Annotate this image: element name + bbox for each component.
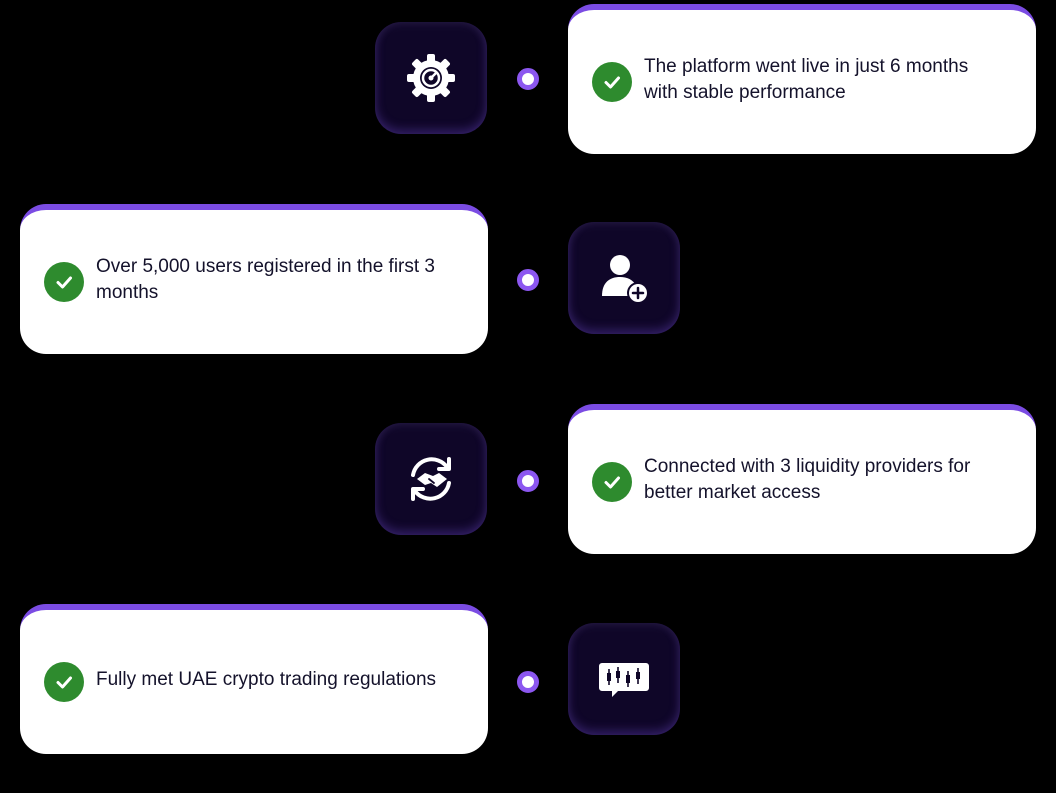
check-icon (592, 462, 632, 502)
candlestick-chart-icon (599, 663, 649, 697)
timeline-dot-2 (517, 269, 539, 291)
gear-gauge-icon (407, 54, 455, 102)
timeline-dot-3 (517, 470, 539, 492)
milestone-card-1: The platform went live in just 6 months … (568, 4, 1036, 154)
milestone-2-icon-tile (568, 222, 680, 334)
milestone-4-icon-tile (568, 623, 680, 735)
milestone-1-icon-tile (375, 22, 487, 134)
milestone-3-icon-tile (375, 423, 487, 535)
check-icon (44, 662, 84, 702)
handshake-sync-icon (411, 457, 451, 501)
add-user-icon (602, 255, 649, 304)
milestone-card-4: Fully met UAE crypto trading regulations (20, 604, 488, 754)
milestone-text-1: The platform went live in just 6 months … (644, 56, 969, 103)
timeline-dot-4 (517, 671, 539, 693)
check-icon (44, 262, 84, 302)
timeline-dot-1 (517, 68, 539, 90)
milestone-text-2: Over 5,000 users registered in the first… (96, 256, 435, 303)
milestone-card-2: Over 5,000 users registered in the first… (20, 204, 488, 354)
milestone-text-3: Connected with 3 liquidity providers for… (644, 456, 971, 503)
milestone-text-4: Fully met UAE crypto trading regulations (96, 669, 437, 690)
milestone-card-3: Connected with 3 liquidity providers for… (568, 404, 1036, 554)
check-icon (592, 62, 632, 102)
